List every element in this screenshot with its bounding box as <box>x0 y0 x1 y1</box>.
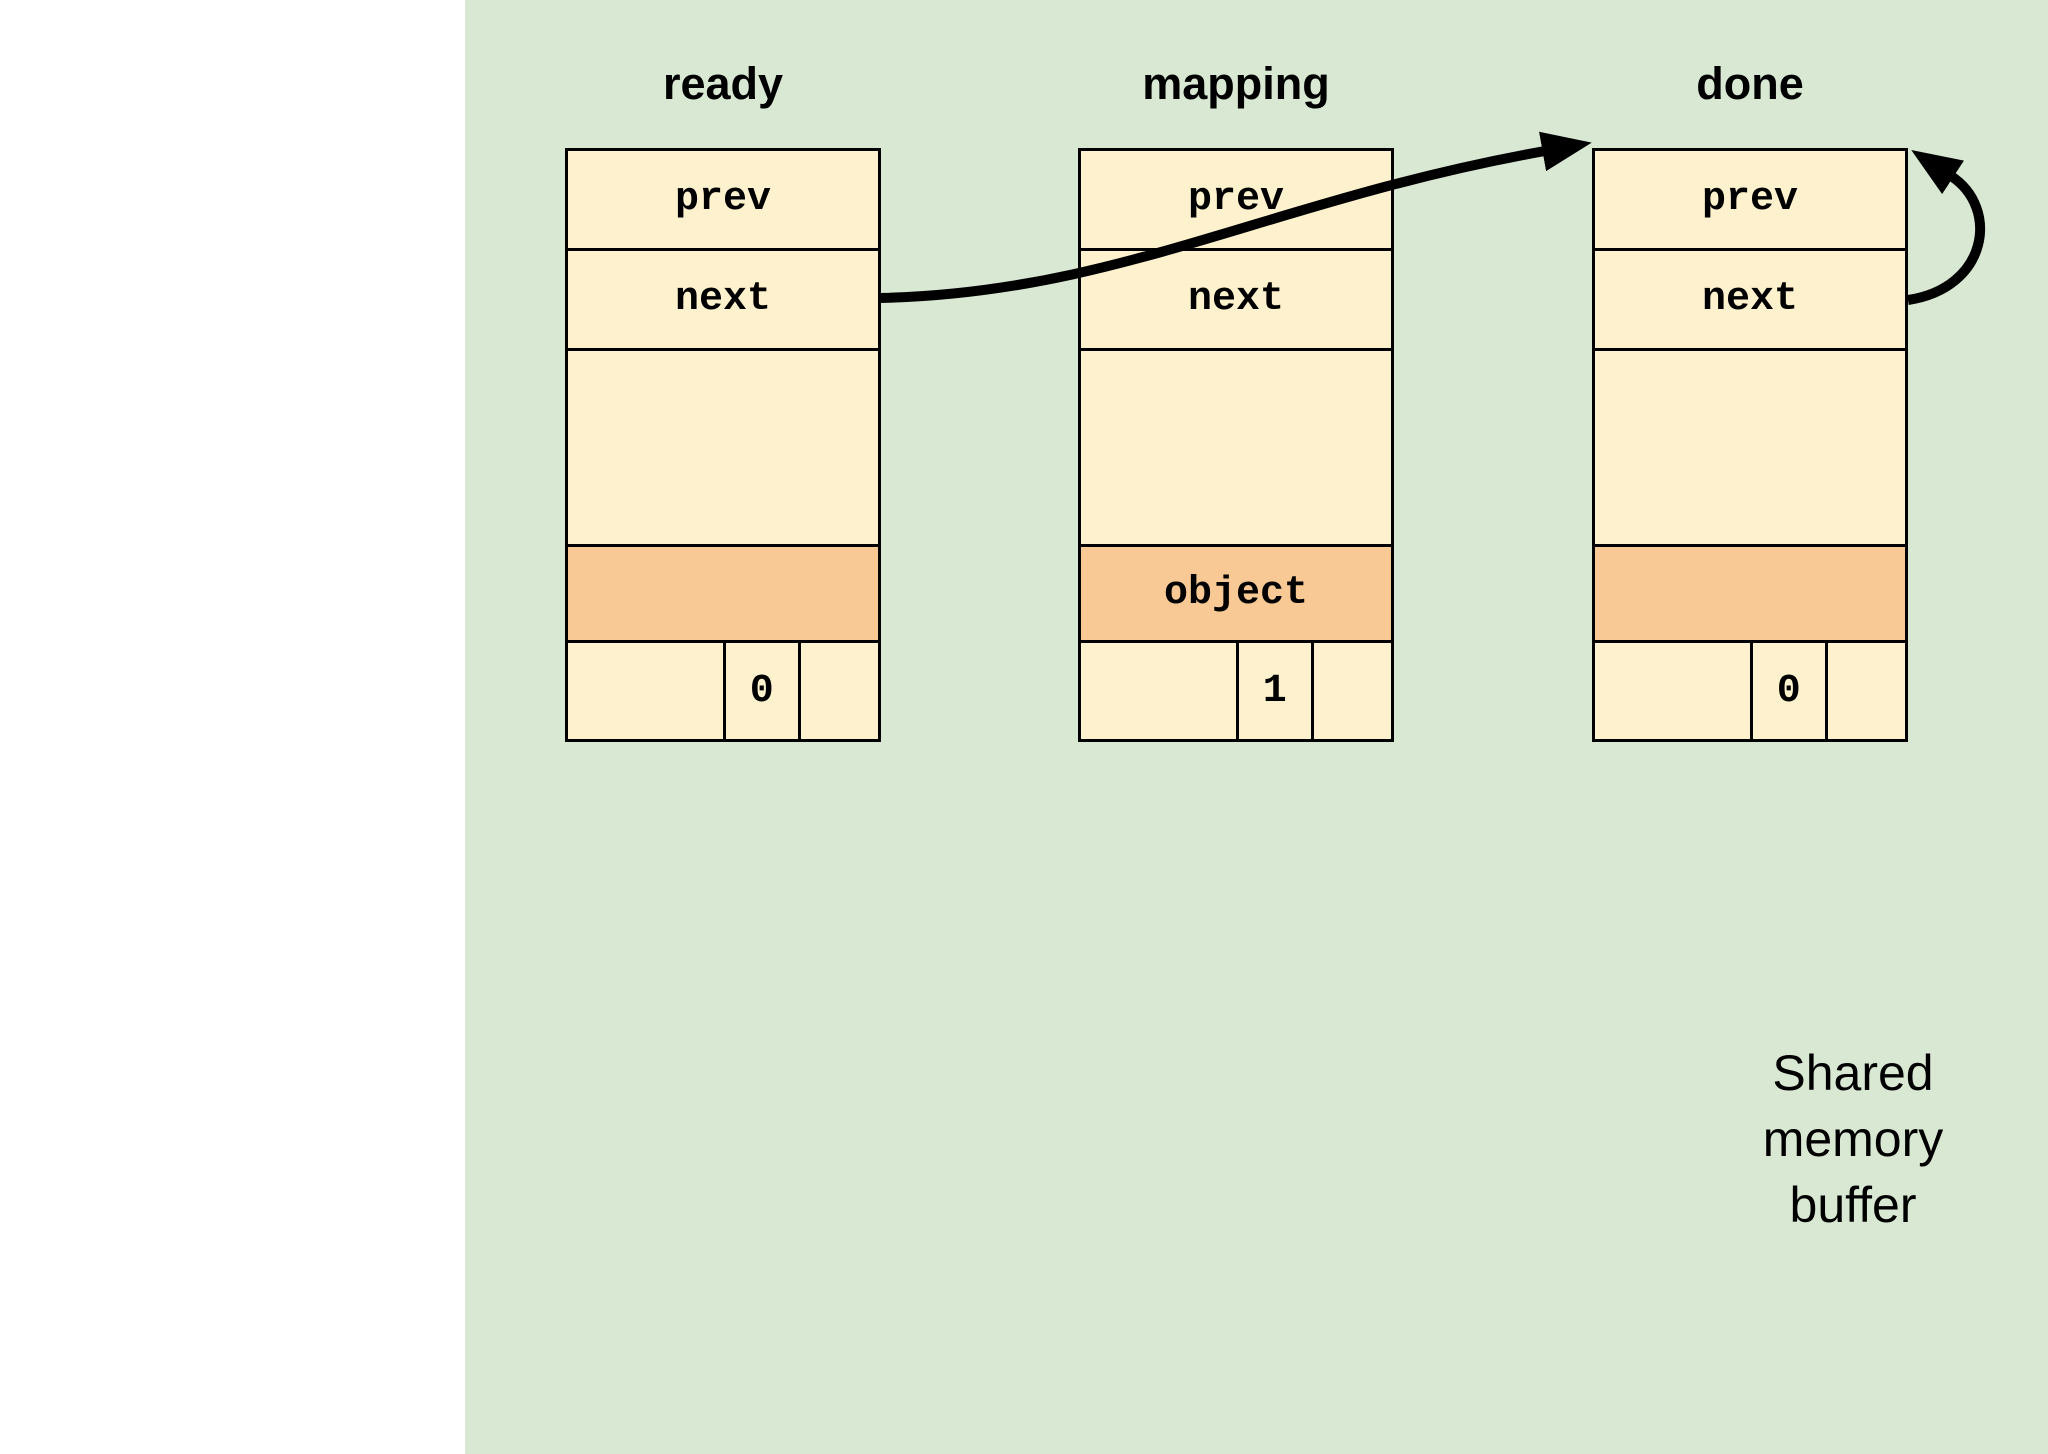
node-done-refcount-left-cell <box>1595 643 1750 739</box>
prev-label: prev <box>1701 177 1798 222</box>
node-done-object-field <box>1595 547 1905 643</box>
node-mapping-refcount-right-cell <box>1314 643 1392 739</box>
node-mapping-object-field: object <box>1081 547 1391 643</box>
caption-line-1: Shared <box>1772 1045 1934 1101</box>
node-mapping-title: mapping <box>1142 58 1330 109</box>
caption-line-2: memory <box>1762 1111 1944 1167</box>
prev-label: prev <box>674 177 771 222</box>
node-ready-prev-field: prev <box>568 151 878 251</box>
node-ready-title: ready <box>662 58 784 109</box>
prev-label: prev <box>1187 177 1284 222</box>
node-mapping-spacer-field <box>1081 351 1391 547</box>
node-ready-object-field <box>568 547 878 643</box>
node-done-box: prev next 0 <box>1592 148 1908 742</box>
node-mapping-next-field: next <box>1081 251 1391 351</box>
object-label: object <box>1163 571 1309 616</box>
refcount-number: 0 <box>1776 668 1801 714</box>
node-ready-refcount-right-cell <box>801 643 879 739</box>
node-mapping: mapping prev next object 1 <box>1078 58 1394 742</box>
node-ready: ready prev next 0 <box>565 58 881 742</box>
node-mapping-prev-field: prev <box>1081 151 1391 251</box>
node-mapping-box: prev next object 1 <box>1078 148 1394 742</box>
node-ready-refcount-value: 0 <box>723 643 801 739</box>
node-done: done prev next 0 <box>1592 58 1908 742</box>
shared-memory-caption: Shared memory buffer <box>1653 1040 2048 1238</box>
next-label: next <box>674 277 771 322</box>
node-ready-box: prev next 0 <box>565 148 881 742</box>
node-done-refcount-value: 0 <box>1750 643 1828 739</box>
node-ready-refcount-row: 0 <box>568 643 878 739</box>
node-ready-refcount-left-cell <box>568 643 723 739</box>
node-done-next-field: next <box>1595 251 1905 351</box>
refcount-number: 1 <box>1262 668 1287 714</box>
node-ready-spacer-field <box>568 351 878 547</box>
node-mapping-refcount-value: 1 <box>1236 643 1314 739</box>
node-ready-next-field: next <box>568 251 878 351</box>
node-mapping-refcount-row: 1 <box>1081 643 1391 739</box>
caption-line-3: buffer <box>1789 1177 1917 1233</box>
refcount-number: 0 <box>749 668 774 714</box>
node-done-refcount-right-cell <box>1828 643 1906 739</box>
node-done-refcount-row: 0 <box>1595 643 1905 739</box>
node-done-prev-field: prev <box>1595 151 1905 251</box>
node-done-title: done <box>1696 58 1804 109</box>
next-label: next <box>1187 277 1284 322</box>
node-done-spacer-field <box>1595 351 1905 547</box>
next-label: next <box>1701 277 1798 322</box>
node-mapping-refcount-left-cell <box>1081 643 1236 739</box>
